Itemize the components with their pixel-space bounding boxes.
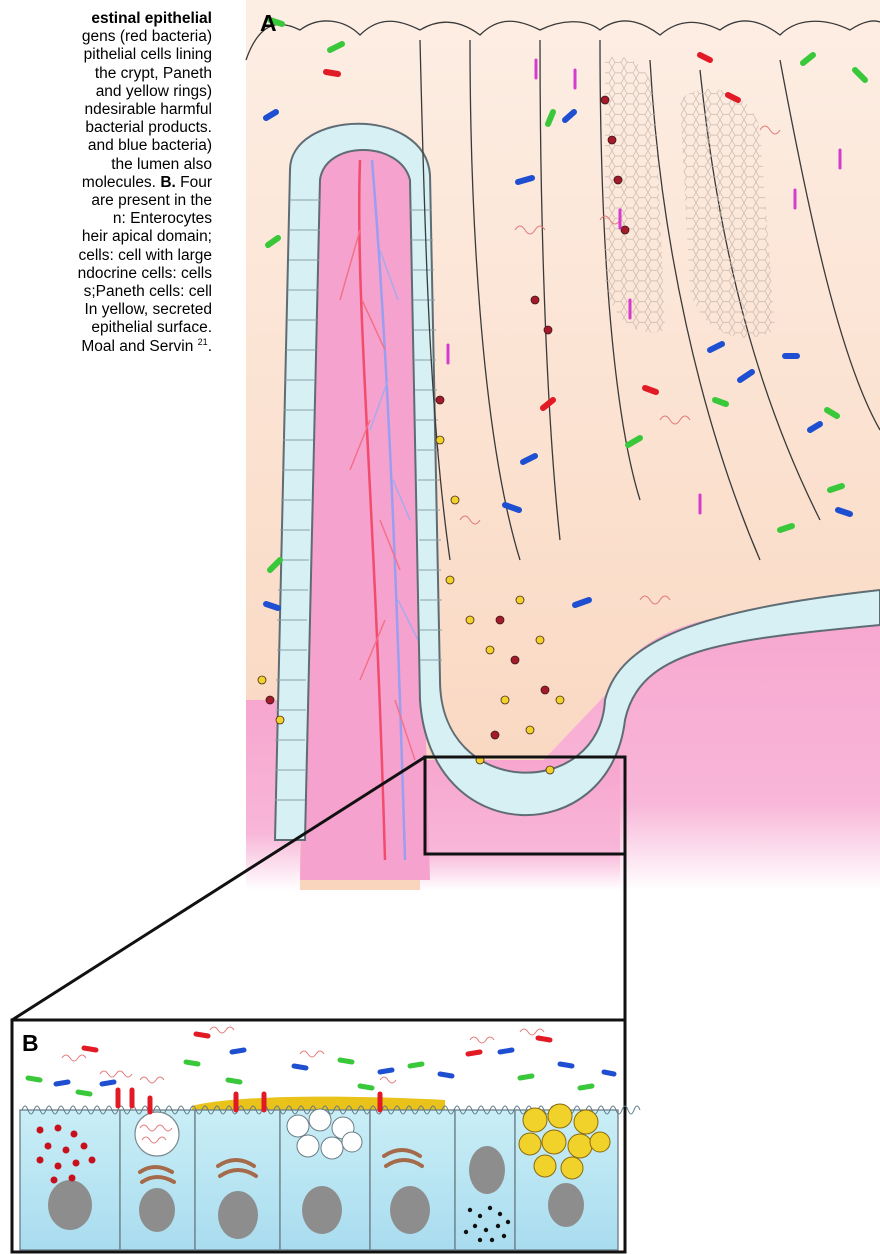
panel-b-label: B	[22, 1030, 39, 1057]
bacteria-vacuole	[135, 1112, 179, 1156]
panel-b	[12, 1020, 640, 1252]
panel-a-label: A	[260, 10, 277, 37]
